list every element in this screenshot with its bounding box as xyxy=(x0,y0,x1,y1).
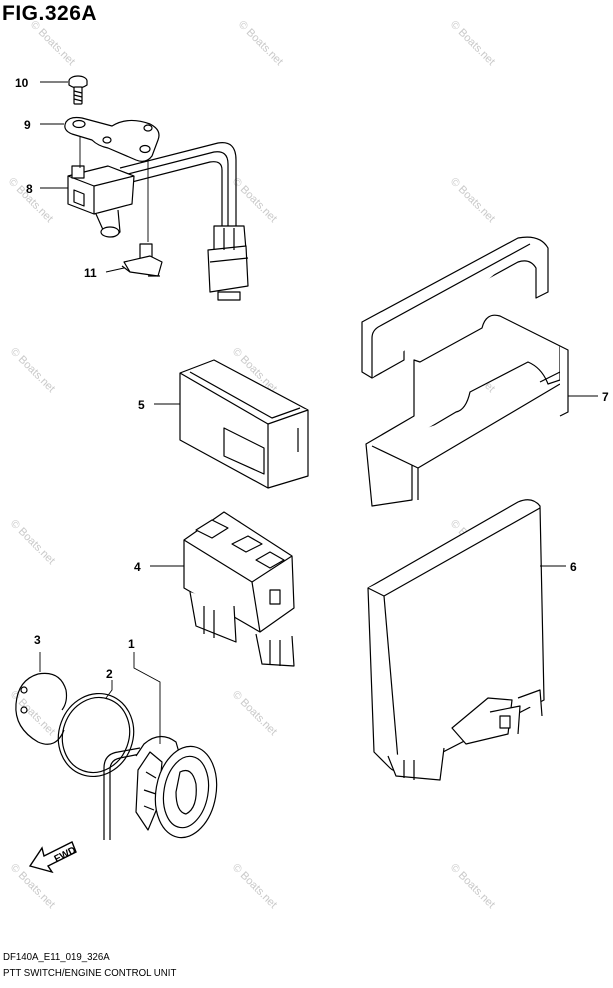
watermark: © Boats.net xyxy=(448,862,497,911)
part-5-cover[interactable] xyxy=(179,359,309,489)
part-7-holder[interactable] xyxy=(361,236,569,507)
watermark: © Boats.net xyxy=(8,689,57,738)
part-1-ptt-switch[interactable] xyxy=(103,735,224,842)
callout-3: 3 xyxy=(34,633,41,647)
watermark: © Boats.net xyxy=(236,19,285,68)
fwd-arrow: FWD xyxy=(28,841,78,874)
part-11-clip[interactable] xyxy=(121,243,163,277)
fwd-label: FWD xyxy=(53,845,78,865)
watermark: © Boats.net xyxy=(448,176,497,225)
part-8-connector[interactable] xyxy=(207,225,249,301)
figure-description: PTT SWITCH/ENGINE CONTROL UNIT xyxy=(3,967,177,979)
watermark: © Boats.net xyxy=(230,176,279,225)
watermark: © Boats.net xyxy=(230,862,279,911)
watermark: © Boats.net xyxy=(448,19,497,68)
callout-2: 2 xyxy=(106,667,113,681)
callout-4: 4 xyxy=(134,560,141,574)
callout-11: 11 xyxy=(84,266,97,280)
part-4-module[interactable] xyxy=(183,511,295,667)
callout-9: 9 xyxy=(24,118,31,132)
part-3-circlip[interactable] xyxy=(15,672,68,745)
callout-8: 8 xyxy=(26,182,33,196)
callout-1: 1 xyxy=(128,637,135,651)
callouts xyxy=(39,81,598,744)
watermark: © Boats.net xyxy=(230,689,279,738)
callout-7: 7 xyxy=(602,390,609,404)
callout-numbers: 10 9 8 11 5 4 6 7 3 2 1 xyxy=(15,76,609,681)
watermark: © Boats.net xyxy=(28,19,77,68)
figure-title: FIG.326A xyxy=(2,2,98,25)
part-2-o-ring[interactable] xyxy=(47,683,145,787)
part-10-screw[interactable] xyxy=(68,75,88,105)
watermark: © Boats.net xyxy=(8,518,57,567)
callout-5: 5 xyxy=(138,398,145,412)
callout-10: 10 xyxy=(15,76,29,90)
figure-code: DF140A_E11_019_326A xyxy=(3,951,110,963)
part-9-bracket[interactable] xyxy=(64,116,160,162)
watermark: © Boats.net xyxy=(8,346,57,395)
callout-6: 6 xyxy=(570,560,577,574)
part-6-ecu[interactable] xyxy=(367,499,545,781)
part-8-trim-switch[interactable] xyxy=(67,142,237,238)
